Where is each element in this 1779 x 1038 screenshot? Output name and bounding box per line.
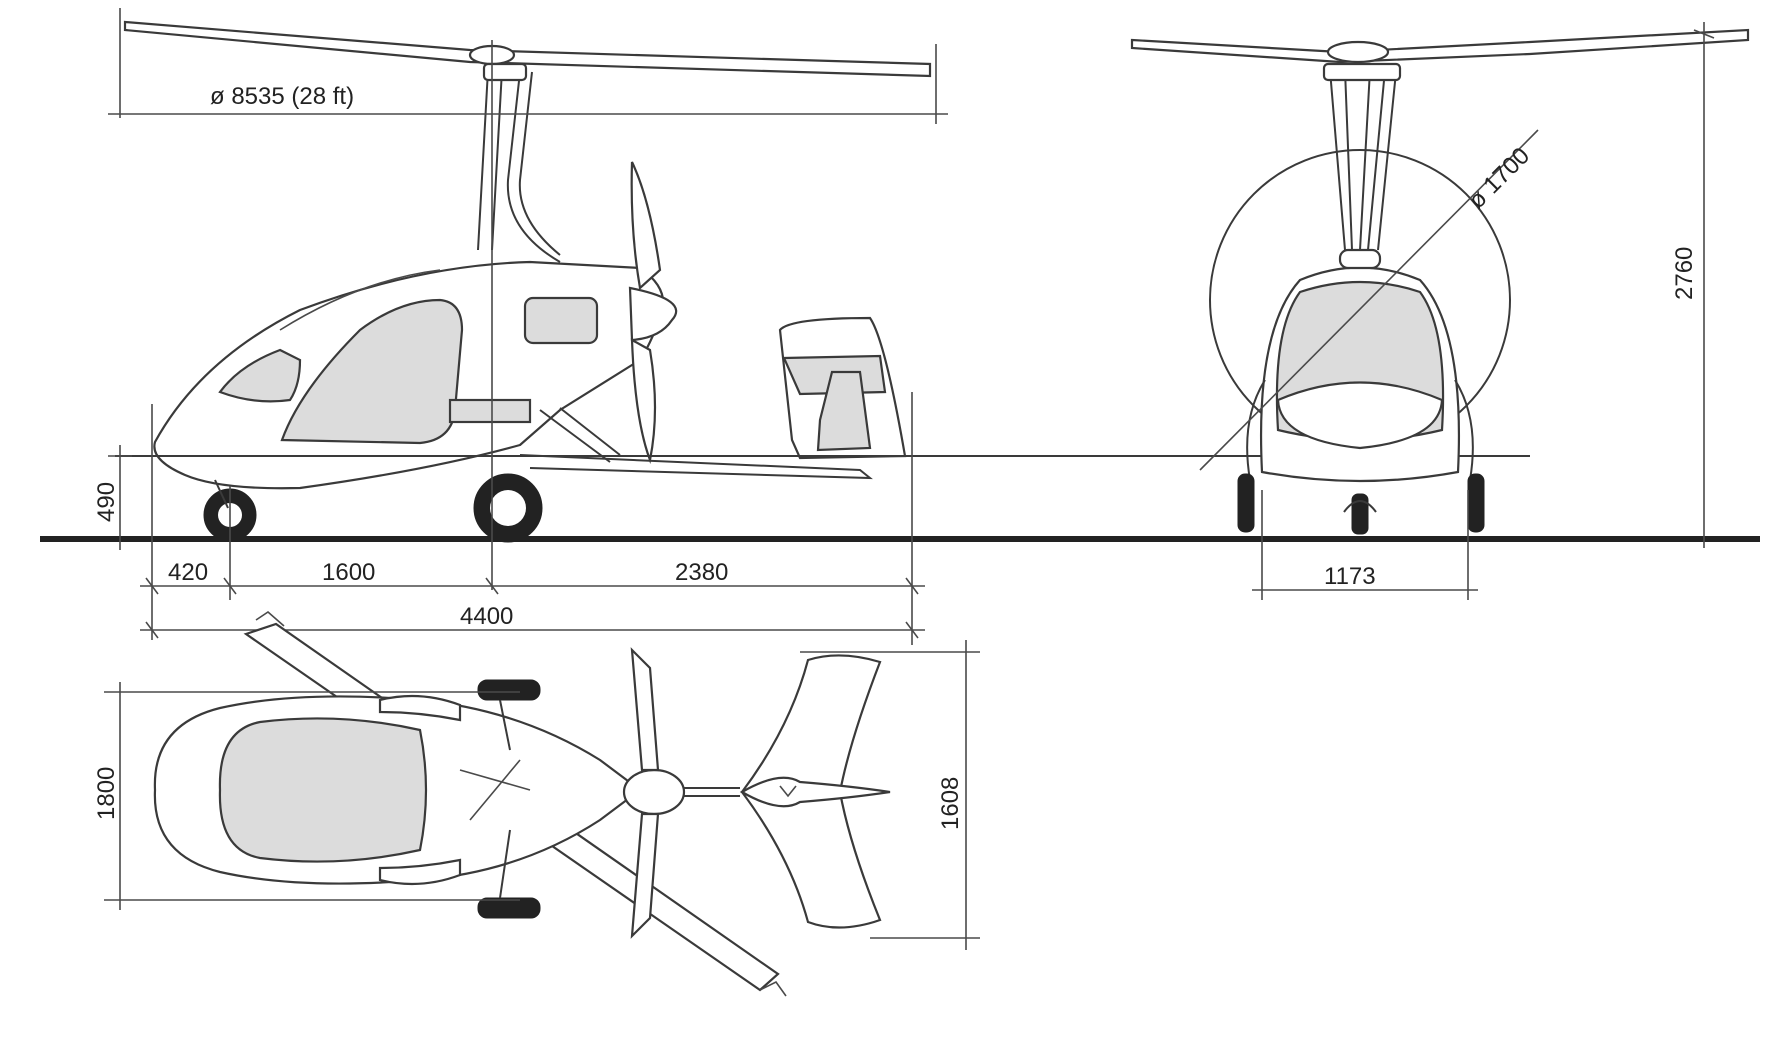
front-mast-head (1322, 62, 1402, 82)
overall-length-label: 4400 (460, 603, 513, 630)
side-rotor-blade (123, 20, 932, 78)
front-left-wheel (1237, 473, 1255, 533)
top-spinner (622, 768, 686, 816)
top-canopy-glass (218, 717, 428, 863)
top-left-gear-leg (499, 699, 511, 751)
front-left-strut (1246, 379, 1266, 481)
side-nose-gear-leg (214, 479, 229, 509)
top-left-pod (378, 694, 462, 722)
side-tail-fin-detail (816, 370, 872, 452)
top-view: 1800 1608 (93, 610, 980, 997)
top-left-main-wheel (477, 679, 541, 701)
front-lower-panel (1276, 381, 1444, 450)
top-right-main-wheel (477, 897, 541, 919)
side-boom-strut (539, 407, 621, 463)
top-propeller (630, 647, 660, 939)
dim-line-propeller (1199, 129, 1539, 471)
side-rear-canopy-glass (280, 298, 464, 445)
dim-tick-c (485, 577, 499, 595)
top-right-gear-leg (499, 829, 511, 899)
side-engine-panel (448, 398, 532, 424)
dim-tick-d (905, 577, 919, 595)
front-mast (1329, 69, 1397, 251)
side-mast-head (482, 62, 528, 82)
top-rotor-blade-tip (255, 610, 787, 997)
front-rotor-hub (1326, 40, 1390, 64)
top-vertical-fin (739, 776, 891, 808)
wheelbase-label: 1600 (322, 559, 375, 586)
dim-tick-e (145, 621, 159, 639)
side-tail-boom (519, 454, 873, 480)
ground-clearance-label: 490 (93, 482, 120, 522)
dim-tick-b (223, 577, 237, 595)
front-right-wheel (1467, 473, 1485, 533)
dim-tick-a (145, 577, 159, 595)
dim-tick-height-top (1693, 29, 1715, 39)
side-rotor-mast (477, 69, 561, 263)
front-nose-gear-fork (1343, 500, 1377, 513)
side-front-canopy-glass (218, 348, 302, 403)
overall-height-label: 2760 (1671, 247, 1698, 300)
top-tail-boom (684, 787, 740, 797)
front-view: ø 1700 2760 1173 (1130, 22, 1750, 600)
side-spinner (628, 286, 678, 342)
side-propeller-upper (630, 161, 662, 291)
dim-tick-f (905, 621, 919, 639)
main-wheel-to-tail-label: 2380 (675, 559, 728, 586)
propeller-diameter-label: ø 1700 (1463, 142, 1535, 214)
side-main-wheel-hub (490, 490, 526, 526)
side-rear-window (523, 296, 599, 345)
side-propeller-lower (630, 338, 657, 464)
top-right-pod (378, 858, 462, 886)
top-fin-detail (779, 785, 797, 798)
front-nose-wheel (1351, 493, 1369, 535)
front-rotor-blade (1130, 28, 1750, 64)
side-view: ø 8535 (28 ft) 490 420 1600 2380 4400 (40, 8, 1760, 645)
tail-span-label: 1608 (937, 777, 964, 830)
overall-width-label: 1800 (93, 767, 120, 820)
nose-to-front-wheel-label: 420 (168, 559, 208, 586)
top-mast-cross (459, 759, 531, 821)
side-canopy-frame (279, 269, 441, 331)
rotor-diameter-label: ø 8535 (28 ft) (210, 83, 354, 110)
front-right-strut (1454, 379, 1474, 481)
track-width-label: 1173 (1324, 563, 1376, 590)
front-canopy-top (1338, 248, 1382, 270)
